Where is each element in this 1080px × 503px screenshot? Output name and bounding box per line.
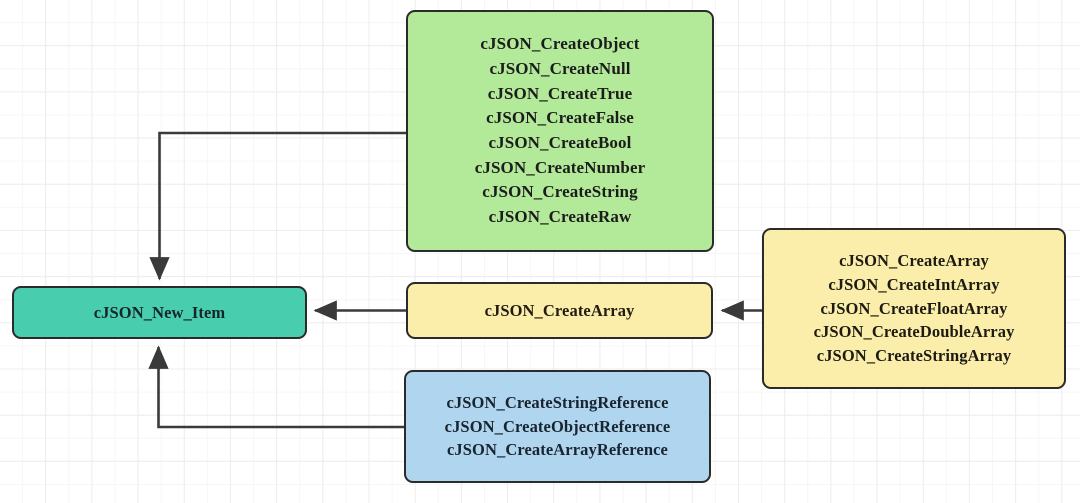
- edge-references-to-new-item: [148, 345, 404, 429]
- node-line: cJSON_CreateStringArray: [816, 346, 1012, 366]
- node-line: cJSON_New_Item: [93, 302, 226, 322]
- node-create-typed-array-functions[interactable]: cJSON_CreateArray cJSON_CreateIntArray c…: [762, 228, 1066, 389]
- node-line: cJSON_CreateBool: [488, 133, 632, 152]
- node-cjson-create-array[interactable]: cJSON_CreateArray: [406, 282, 713, 339]
- node-line: cJSON_CreateDoubleArray: [813, 322, 1015, 342]
- node-line: cJSON_CreateNumber: [474, 157, 646, 177]
- node-line: cJSON_CreateString: [482, 182, 638, 202]
- node-line: cJSON_CreateObject: [480, 34, 640, 54]
- node-line: cJSON_CreateArray: [839, 250, 989, 270]
- node-line: cJSON_CreateIntArray: [828, 274, 1000, 294]
- node-line: cJSON_CreateArray: [484, 300, 635, 320]
- node-cjson-new-item[interactable]: cJSON_New_Item: [12, 286, 307, 339]
- node-line: cJSON_CreateRaw: [488, 206, 632, 226]
- node-create-scalar-functions[interactable]: cJSON_CreateObject cJSON_CreateNull cJSO…: [406, 10, 714, 252]
- node-line: cJSON_CreateNull: [489, 59, 631, 79]
- node-line: cJSON_CreateFalse: [486, 108, 634, 128]
- node-line: cJSON_CreateStringReference: [446, 392, 669, 412]
- node-line: cJSON_CreateObjectReference: [444, 416, 671, 436]
- node-line: cJSON_CreateFloatArray: [820, 298, 1008, 318]
- edge-scalars-to-new-item: [149, 131, 406, 281]
- node-line: cJSON_CreateArrayReference: [447, 440, 668, 460]
- node-line: cJSON_CreateTrue: [487, 83, 633, 103]
- node-create-reference-functions[interactable]: cJSON_CreateStringReference cJSON_Create…: [404, 370, 711, 483]
